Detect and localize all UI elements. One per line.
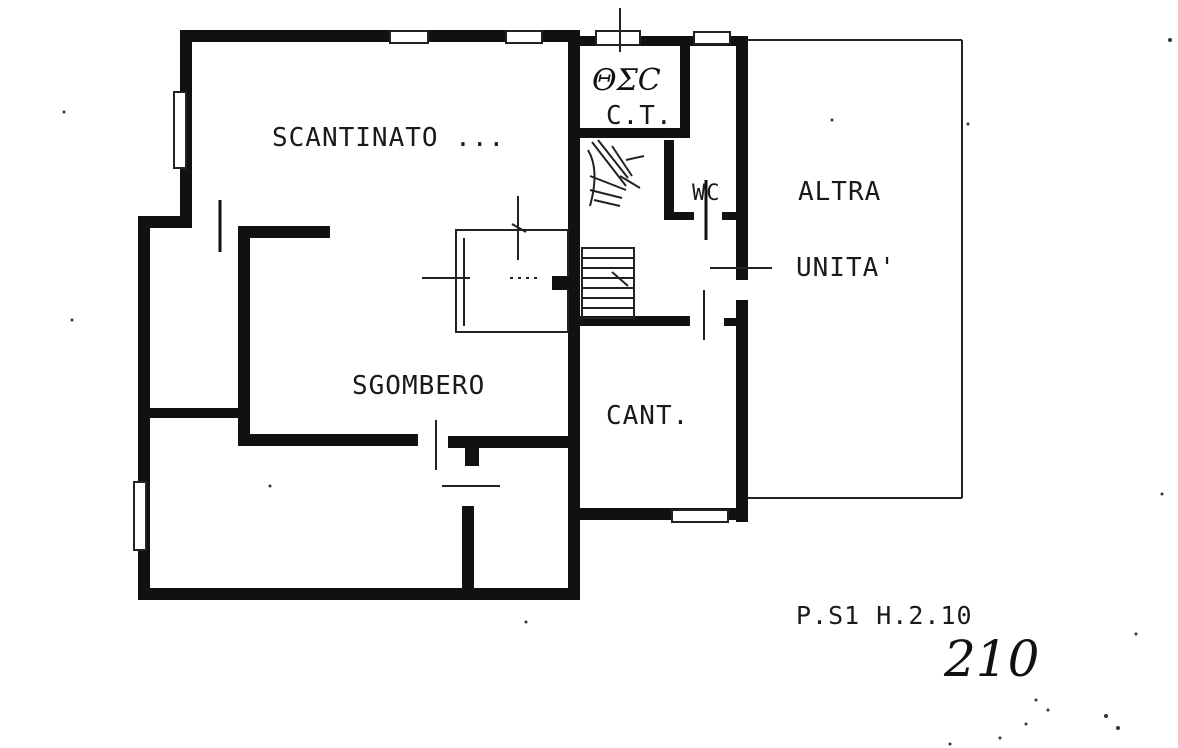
stair-well (422, 196, 570, 333)
room-label-sgombero: SGOMBERO (352, 371, 485, 401)
room-label-scantinato: SCANTINATO ... (272, 123, 505, 153)
level-height-label: P.S1 H.2.10 (796, 601, 973, 630)
room-label-cant: CANT. (606, 401, 689, 431)
room-label-ct: C.T. (606, 101, 673, 131)
room-label-wc: WC (692, 181, 721, 206)
room-label-altra: ALTRA (798, 177, 881, 207)
straight-stair (581, 247, 635, 319)
door-marks (218, 8, 772, 487)
handwritten-height: 210 (943, 630, 1039, 688)
winder-stair (587, 139, 645, 207)
windows (133, 30, 731, 551)
scan-noise (62, 38, 1172, 746)
walls (138, 30, 748, 600)
adjacent-unit-outline (748, 39, 963, 499)
room-label-unita: UNITA' (796, 253, 896, 283)
handwritten-ct-mark: ΘΣC (592, 63, 661, 98)
